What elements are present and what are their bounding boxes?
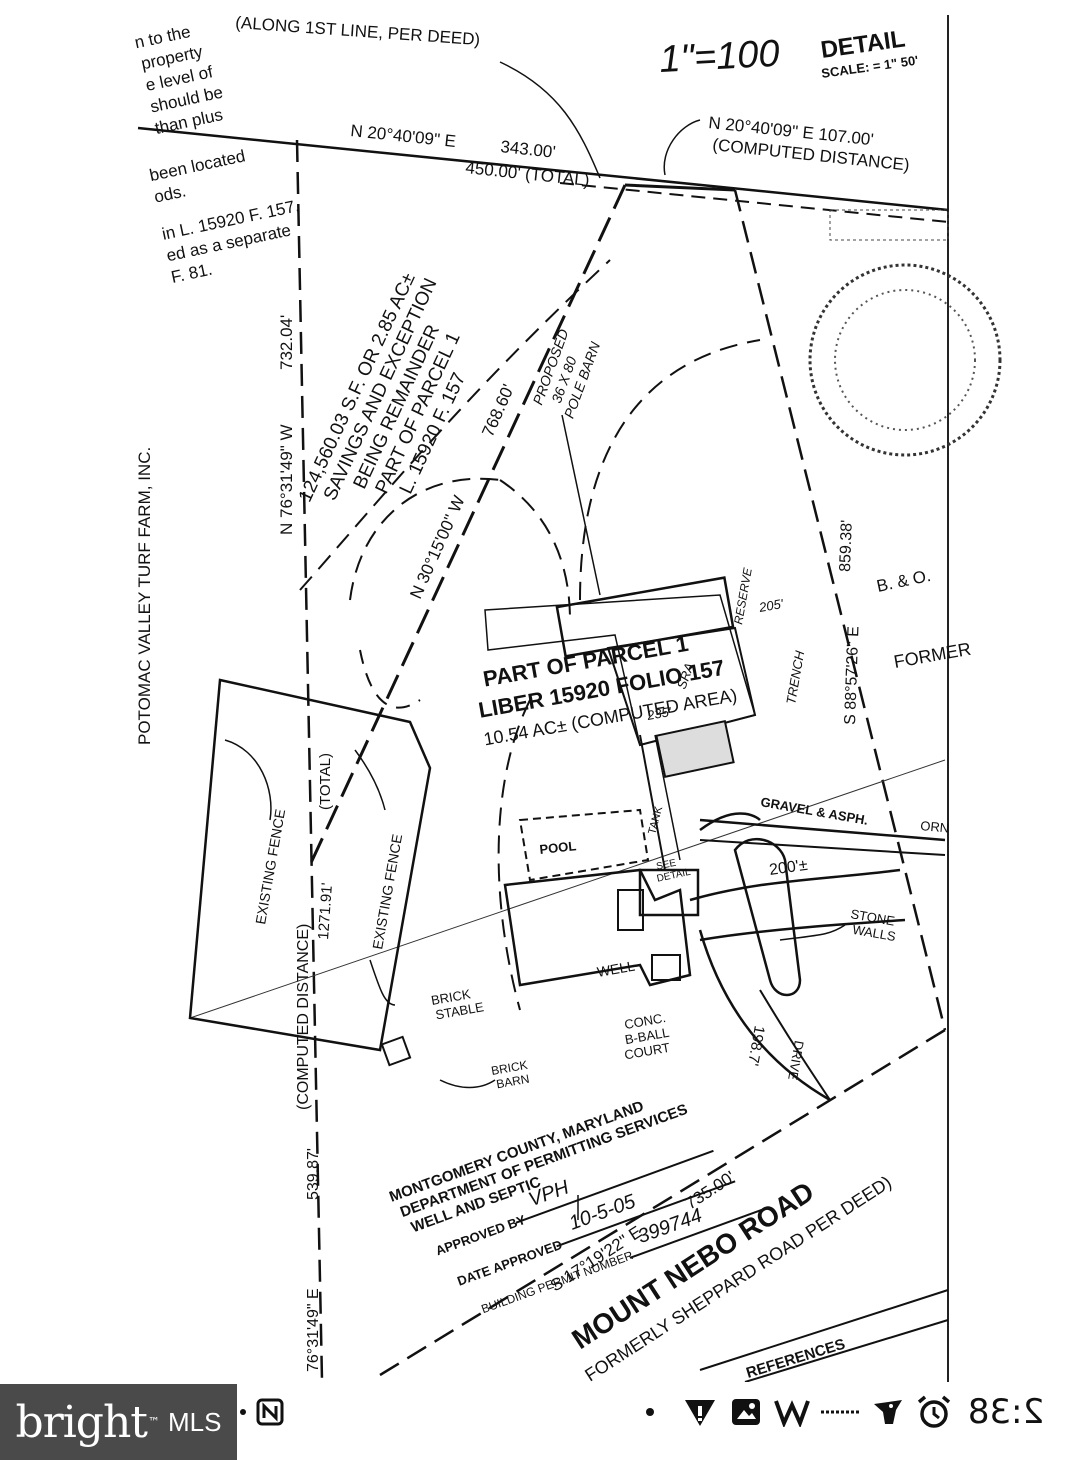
plat-drawing: (ALONG 1ST LINE, PER DEED) 1"=100 DETAIL…	[133, 13, 1002, 1382]
alarm-icon	[914, 1392, 954, 1432]
signal-icon	[680, 1392, 720, 1432]
top-boundary-line	[137, 126, 949, 212]
adjoiner-label: POTOMAC VALLEY TURF FARM, INC.	[135, 447, 154, 745]
pool-label: POOL	[539, 838, 577, 857]
bird-icon	[868, 1392, 908, 1432]
road-boundary-line	[379, 1028, 946, 1377]
svg-text:ods.: ods.	[152, 181, 187, 206]
surveyor-seal	[808, 263, 1002, 457]
bottom-left-bearing: 76°31'49" E	[305, 1288, 322, 1372]
tank-label: TANK	[646, 804, 665, 835]
dim-205: 205'	[757, 596, 785, 615]
scale-handwritten: 1"=100	[658, 33, 780, 81]
well-label: WELL	[596, 958, 637, 980]
top-distance: 343.00'	[500, 137, 557, 162]
right-boundary-line	[733, 189, 947, 1031]
exception-line	[308, 184, 627, 866]
reserve-note: RESERVE	[731, 566, 755, 626]
left-distance: 732.04'	[277, 315, 296, 370]
court-label: CONC.B-BALLCOURT	[618, 1010, 673, 1063]
total-label: (TOTAL)	[317, 753, 334, 810]
proposed-barn-note: PROPOSED 36 X 80 POLE BARN	[529, 327, 603, 421]
diag-bearing: N 30°15'00" W	[406, 493, 468, 602]
powerlines-label: (ALONG 1ST LINE, PER DEED)	[235, 13, 481, 49]
references-label: REFERENCES	[744, 1336, 847, 1382]
fenced-paddock	[188, 678, 432, 1052]
bright-logo-text: bright	[15, 1396, 148, 1448]
orn-label: ORN	[920, 818, 950, 835]
plat-document: (ALONG 1ST LINE, PER DEED) 1"=100 DETAIL…	[132, 13, 1002, 1382]
wifi-icon	[772, 1392, 812, 1432]
dash-icon	[818, 1392, 864, 1432]
notes-block: n to the property e level of should be t…	[133, 22, 301, 287]
top-bearing: N 20°40'09" E	[350, 121, 457, 151]
mls-logo-text: MLS	[168, 1406, 222, 1437]
dim-198: 198.7'	[744, 1024, 768, 1067]
right-bearing: S 88°57'26" E	[842, 626, 862, 725]
pool-area	[518, 808, 650, 882]
dim-1271: 1271.91'	[315, 882, 336, 940]
bottom-left-distance: 539.87'	[305, 1148, 322, 1200]
notification-dot-icon	[236, 1392, 250, 1432]
exception-block: 124,560.03 S.F. OR 2.85 AC± SAVINGS AND …	[295, 270, 470, 506]
top-total: 450.00' (TOTAL)	[465, 158, 591, 190]
dim-200: 200'±	[768, 857, 809, 879]
see-detail-label: SEEDETAIL	[653, 855, 692, 885]
nfc-icon	[252, 1392, 288, 1432]
brick-barn-label: BRICKBARN	[490, 1058, 531, 1092]
brick-stable-label: BRICKSTABLE	[430, 984, 485, 1022]
trademark-symbol: ™	[148, 1415, 160, 1429]
former-label: FORMER	[892, 639, 972, 672]
computed-distance-label: (COMPUTED DISTANCE)	[295, 924, 312, 1110]
notification-dot-icon	[640, 1392, 660, 1432]
drive-label: DRIVE	[785, 1039, 807, 1081]
fence-label-left: EXISTING FENCE	[252, 808, 288, 926]
gravel-label: GRAVEL & ASPH.	[759, 794, 869, 828]
gallery-icon	[728, 1392, 764, 1432]
svg-text:been located: been located	[148, 146, 247, 185]
left-boundary-line	[295, 139, 324, 1381]
left-bearing: N 76°31'49" W	[277, 424, 296, 535]
stone-walls-label: STONEWALLS	[847, 906, 900, 944]
dim-235: 235'	[645, 704, 673, 723]
right-distance: 859.38'	[837, 520, 856, 573]
status-time: 2:38	[967, 1392, 1045, 1432]
trench-label: TRENCH	[783, 649, 807, 706]
bo-label: B. & O.	[875, 566, 933, 596]
house-outline	[503, 868, 692, 987]
